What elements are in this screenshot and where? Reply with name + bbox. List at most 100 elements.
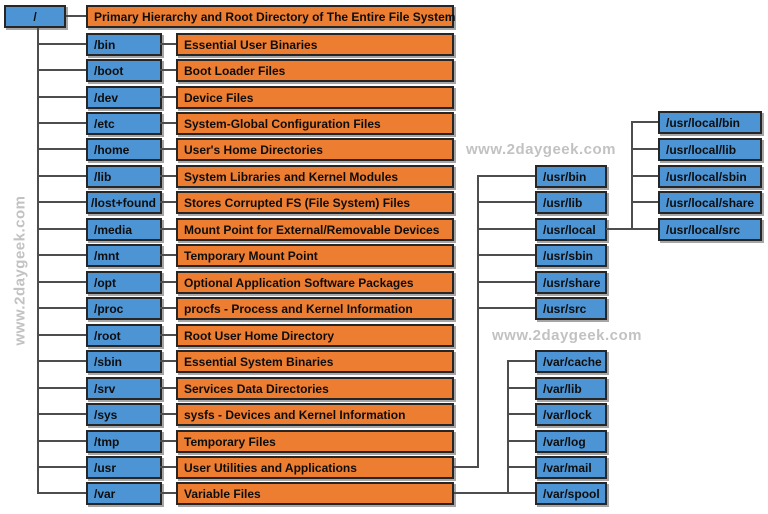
- connector-line: [160, 254, 178, 256]
- connector-line: [632, 228, 658, 230]
- dir-node-usr-bin: /usr/bin: [535, 165, 607, 188]
- dir-node-sys: /sys: [86, 403, 162, 426]
- connector-line: [38, 281, 86, 283]
- desc-node-proc: procfs - Process and Kernel Information: [176, 297, 454, 320]
- dir-node-var-cache: /var/cache: [535, 350, 607, 373]
- connector-line: [38, 387, 86, 389]
- trunk-root: [37, 28, 39, 494]
- connector-line: [508, 466, 535, 468]
- connector-line: [632, 148, 658, 150]
- connector-line: [478, 175, 535, 177]
- dir-node-lost-found: /lost+found: [86, 191, 162, 214]
- connector-line: [454, 466, 478, 468]
- dir-node-usr-local-sbin: /usr/local/sbin: [658, 165, 762, 188]
- dir-node-usr-src: /usr/src: [535, 297, 607, 320]
- dir-node-usr: /usr: [86, 456, 162, 479]
- connector-line: [160, 96, 178, 98]
- connector-line: [160, 175, 178, 177]
- connector-line: [160, 413, 178, 415]
- desc-node-tmp: Temporary Files: [176, 430, 454, 453]
- desc-node-sys: sysfs - Devices and Kernel Information: [176, 403, 454, 426]
- dir-node-var-lock: /var/lock: [535, 403, 607, 426]
- desc-node-srv: Services Data Directories: [176, 377, 454, 400]
- connector-line: [160, 334, 178, 336]
- dir-node-home: /home: [86, 138, 162, 161]
- dir-node-proc: /proc: [86, 297, 162, 320]
- desc-node-var: Variable Files: [176, 482, 454, 505]
- connector-line: [38, 254, 86, 256]
- connector-line: [632, 201, 658, 203]
- watermark-vertical: www.2daygeek.com: [11, 195, 29, 346]
- connector-line: [38, 175, 86, 177]
- connector-line: [38, 466, 86, 468]
- connector-line: [38, 201, 86, 203]
- connector-line: [160, 307, 178, 309]
- connector-line: [454, 492, 508, 494]
- desc-node-root: Primary Hierarchy and Root Directory of …: [86, 5, 455, 28]
- connector-line: [478, 281, 535, 283]
- desc-node-lost-found: Stores Corrupted FS (File System) Files: [176, 191, 454, 214]
- connector-line: [160, 43, 178, 45]
- dir-node-etc: /etc: [86, 112, 162, 135]
- dir-node-root: /: [4, 5, 66, 28]
- connector-line: [160, 492, 178, 494]
- desc-node-etc: System-Global Configuration Files: [176, 112, 454, 135]
- watermark-lower: www.2daygeek.com: [492, 327, 643, 344]
- connector-line: [38, 96, 86, 98]
- connector-line: [38, 69, 86, 71]
- connector-line: [478, 254, 535, 256]
- dir-node-usr-share: /usr/share: [535, 271, 607, 294]
- desc-node-home: User's Home Directories: [176, 138, 454, 161]
- dir-node-var-log: /var/log: [535, 430, 607, 453]
- trunk-usr: [477, 175, 479, 468]
- connector-line: [38, 122, 86, 124]
- connector-line: [160, 122, 178, 124]
- connector-line: [478, 201, 535, 203]
- dir-node-var: /var: [86, 482, 162, 505]
- connector-line: [160, 360, 178, 362]
- dir-node-opt: /opt: [86, 271, 162, 294]
- dir-node-bin: /bin: [86, 33, 162, 56]
- desc-node-dev: Device Files: [176, 86, 454, 109]
- desc-node-boot: Boot Loader Files: [176, 59, 454, 82]
- connector-line: [478, 307, 535, 309]
- desc-node-usr: User Utilities and Applications: [176, 456, 454, 479]
- connector-line: [38, 334, 86, 336]
- connector-line: [508, 387, 535, 389]
- dir-node-usr-local: /usr/local: [535, 218, 607, 241]
- connector-line: [160, 387, 178, 389]
- connector-line: [508, 440, 535, 442]
- dir-node-usr-local-src: /usr/local/src: [658, 218, 762, 241]
- dir-node-usr-local-share: /usr/local/share: [658, 191, 762, 214]
- connector-line: [38, 148, 86, 150]
- dir-node-srv: /srv: [86, 377, 162, 400]
- connector-line: [160, 148, 178, 150]
- connector-line: [160, 228, 178, 230]
- dir-node-rootdir: /root: [86, 324, 162, 347]
- dir-node-var-mail: /var/mail: [535, 456, 607, 479]
- connector-line: [38, 492, 86, 494]
- connector-line: [160, 466, 178, 468]
- connector-line: [38, 228, 86, 230]
- connector-line: [508, 413, 535, 415]
- desc-node-sbin: Essential System Binaries: [176, 350, 454, 373]
- desc-node-opt: Optional Application Software Packages: [176, 271, 454, 294]
- dir-node-var-lib: /var/lib: [535, 377, 607, 400]
- watermark-upper: www.2daygeek.com: [466, 141, 617, 158]
- dir-node-sbin: /sbin: [86, 350, 162, 373]
- connector-line: [38, 307, 86, 309]
- dir-node-media: /media: [86, 218, 162, 241]
- connector-line: [508, 360, 535, 362]
- connector-line: [38, 360, 86, 362]
- dir-node-usr-sbin: /usr/sbin: [535, 244, 607, 267]
- desc-node-rootdir: Root User Home Directory: [176, 324, 454, 347]
- desc-node-bin: Essential User Binaries: [176, 33, 454, 56]
- connector-line: [66, 15, 86, 17]
- dir-node-dev: /dev: [86, 86, 162, 109]
- connector-line: [160, 69, 178, 71]
- connector-line: [508, 492, 535, 494]
- connector-line: [632, 121, 658, 123]
- connector-line: [160, 281, 178, 283]
- desc-node-media: Mount Point for External/Removable Devic…: [176, 218, 454, 241]
